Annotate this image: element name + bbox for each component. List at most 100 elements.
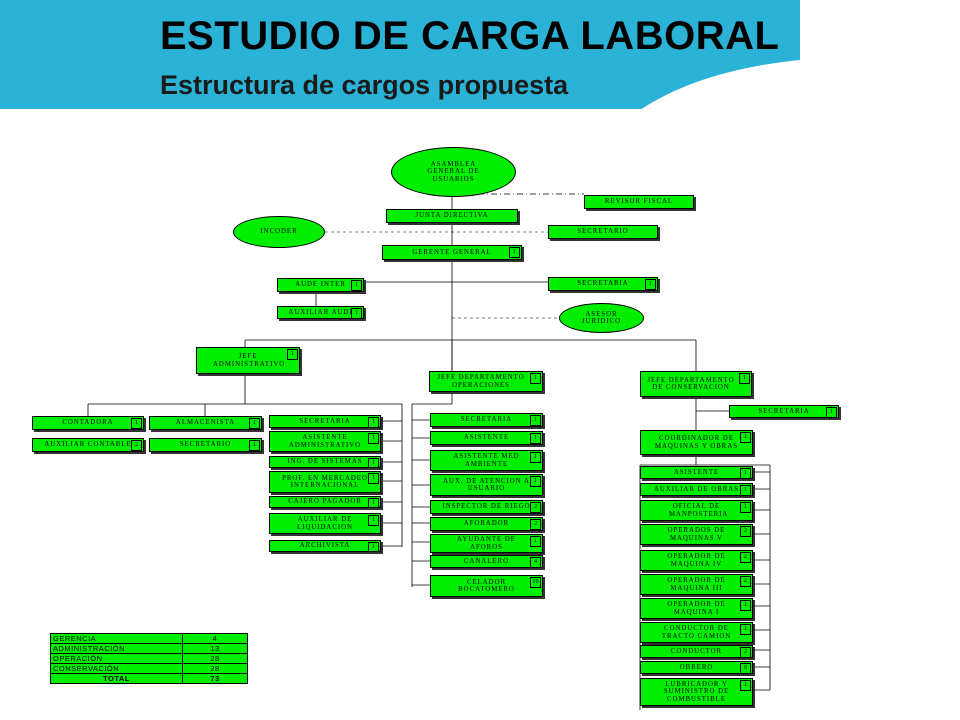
position-count: 1: [287, 349, 298, 360]
position-label: OFICIAL DE MANPOSTERIA: [669, 503, 729, 518]
position-label: AUXILIAR DE OBRAS: [654, 485, 739, 493]
position-label: REVISOR FISCAL: [604, 198, 674, 206]
org-node-oficial-manposteria: OFICIAL DE MANPOSTERIA 1: [640, 500, 753, 521]
position-label: SECRETARIA: [577, 280, 629, 288]
org-node-auxiliar-liquidacion: AUXILIAR DE LIQUIDACION 1: [269, 513, 381, 534]
org-node-conductor: CONDUCTOR 2: [640, 645, 753, 658]
org-node-incoder: INCODER: [233, 216, 325, 248]
summary-value: 28: [182, 663, 248, 674]
position-count: 1: [249, 418, 260, 429]
position-label: OPERADOR DE MAQUINA IV: [667, 553, 726, 568]
position-label: AFORADOR: [463, 520, 510, 528]
position-count: 1: [530, 373, 541, 384]
position-count: 1: [740, 468, 751, 478]
position-count: 1: [131, 418, 142, 429]
position-count: 1: [368, 433, 379, 444]
org-node-junta-directiva: JUNTA DIRECTIVA: [386, 209, 518, 223]
position-label: ASISTENTE: [463, 434, 510, 442]
position-label: AUXILIAR AUDI: [288, 308, 353, 316]
position-label: ASISTENTE MED AMBIENTE: [453, 453, 520, 468]
position-count: 1: [509, 247, 520, 258]
position-label: ING. DE SISTEMAS: [287, 458, 363, 466]
org-node-asistente-med-ambiente: ASISTENTE MED AMBIENTE 1: [430, 450, 543, 471]
position-count: 1: [351, 308, 362, 318]
page-subtitle: Estructura de cargos propuesta: [160, 70, 569, 100]
org-node-conductor-tracto-camion: CONDUCTOR DE TRACTO CAMION 1: [640, 622, 753, 643]
summary-total-value: 73: [182, 673, 248, 684]
position-count: 1: [530, 476, 541, 487]
org-node-secretario-alm: SECRETARIO 1: [149, 438, 262, 452]
position-label: AUXILIAR DE LIQUIDACION: [297, 516, 353, 531]
position-label: JEFE DEPARTAMENTO DE CONSERVACION: [647, 376, 735, 391]
org-node-cons-asistente: ASISTENTE 1: [640, 466, 753, 479]
position-label: CONDUCTOR: [670, 647, 723, 655]
position-label: JEFE DEPARTAMENTO OPERACIONES: [437, 374, 525, 389]
position-label: INCODER: [260, 228, 298, 236]
position-count: 1: [740, 485, 751, 495]
summary-value: 4: [182, 633, 248, 644]
position-count: 1: [740, 502, 751, 513]
position-count: 1: [368, 515, 379, 526]
position-count: 2: [131, 440, 142, 451]
position-label: SECRETARIO: [179, 441, 232, 449]
position-label: AUDE INTER: [295, 281, 346, 289]
summary-name: ADMINISTRACIÓN: [50, 643, 183, 654]
position-count: 2: [530, 502, 541, 513]
position-label: OBRERO: [679, 663, 714, 671]
position-count: 1: [740, 624, 751, 635]
org-node-cons-secretaria: SECRETARIA 1: [729, 405, 839, 418]
org-node-revisor-fiscal: REVISOR FISCAL: [584, 195, 694, 209]
position-label: JUNTA DIRECTIVA: [415, 212, 489, 220]
position-label: ASISTENTE ADMINISTRATIVO: [288, 434, 362, 449]
position-label: AYUDANTE DE AFOROS: [457, 536, 516, 551]
position-label: AUX. DE ATENCION A USUARIO: [443, 477, 530, 492]
position-label: OPERADOR DE MAQUINA III: [667, 577, 726, 592]
position-label: SECRETARIA: [460, 416, 513, 424]
position-count: 1: [368, 498, 379, 507]
position-count: 2: [740, 526, 751, 537]
position-label: JEFE ADMINISTRATIVO: [213, 353, 286, 368]
position-count: 2: [740, 647, 751, 657]
position-count: 1: [530, 415, 541, 426]
position-count: 1: [826, 407, 837, 417]
position-count: 1: [249, 440, 260, 451]
position-label: ASISTENTE: [673, 468, 720, 476]
position-label: CONDUCTOR DE TRACTO CAMION: [661, 625, 732, 640]
summary-name: CONSERVACIÓN: [50, 663, 183, 674]
position-count: 1: [740, 680, 751, 691]
position-count: 1: [530, 452, 541, 463]
position-count: 1: [645, 279, 656, 290]
position-label: CANALERO: [463, 557, 509, 565]
position-label: CELADOR BOCATOMERO: [458, 578, 515, 593]
position-label: SECRETARIA: [758, 407, 810, 415]
summary-value: 13: [182, 643, 248, 654]
position-label: ASAMBLEA GENERAL DE USUARIOS: [427, 160, 480, 183]
position-label: PROF. EN MERCADEO INTERNACIONAL: [282, 474, 368, 489]
page-title: ESTUDIO DE CARGA LABORAL: [160, 14, 780, 58]
position-count: 1: [351, 280, 362, 291]
position-count: 10: [530, 577, 541, 588]
org-node-jefe-operaciones: JEFE DEPARTAMENTO OPERACIONES 1: [429, 371, 543, 392]
position-count: 1: [368, 417, 379, 427]
position-label: AUXILIAR CONTABLE: [44, 441, 132, 449]
position-label: ASESOR JURIDICO: [582, 310, 621, 325]
